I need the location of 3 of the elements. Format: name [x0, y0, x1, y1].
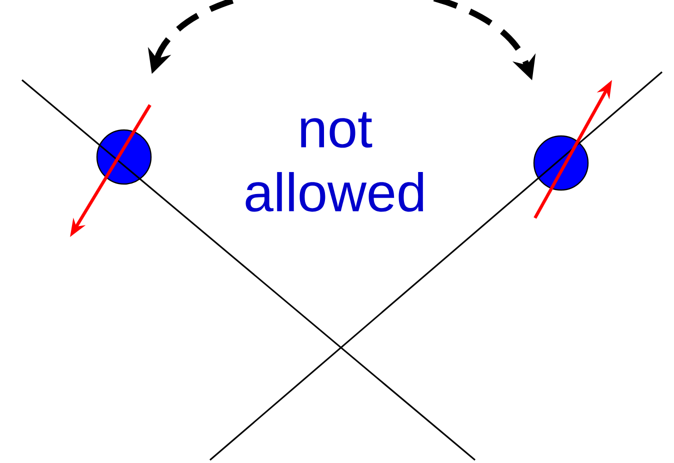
particle-circle [96, 129, 152, 185]
caption-text: not allowed [246, 112, 424, 212]
particle-circle [533, 135, 589, 191]
